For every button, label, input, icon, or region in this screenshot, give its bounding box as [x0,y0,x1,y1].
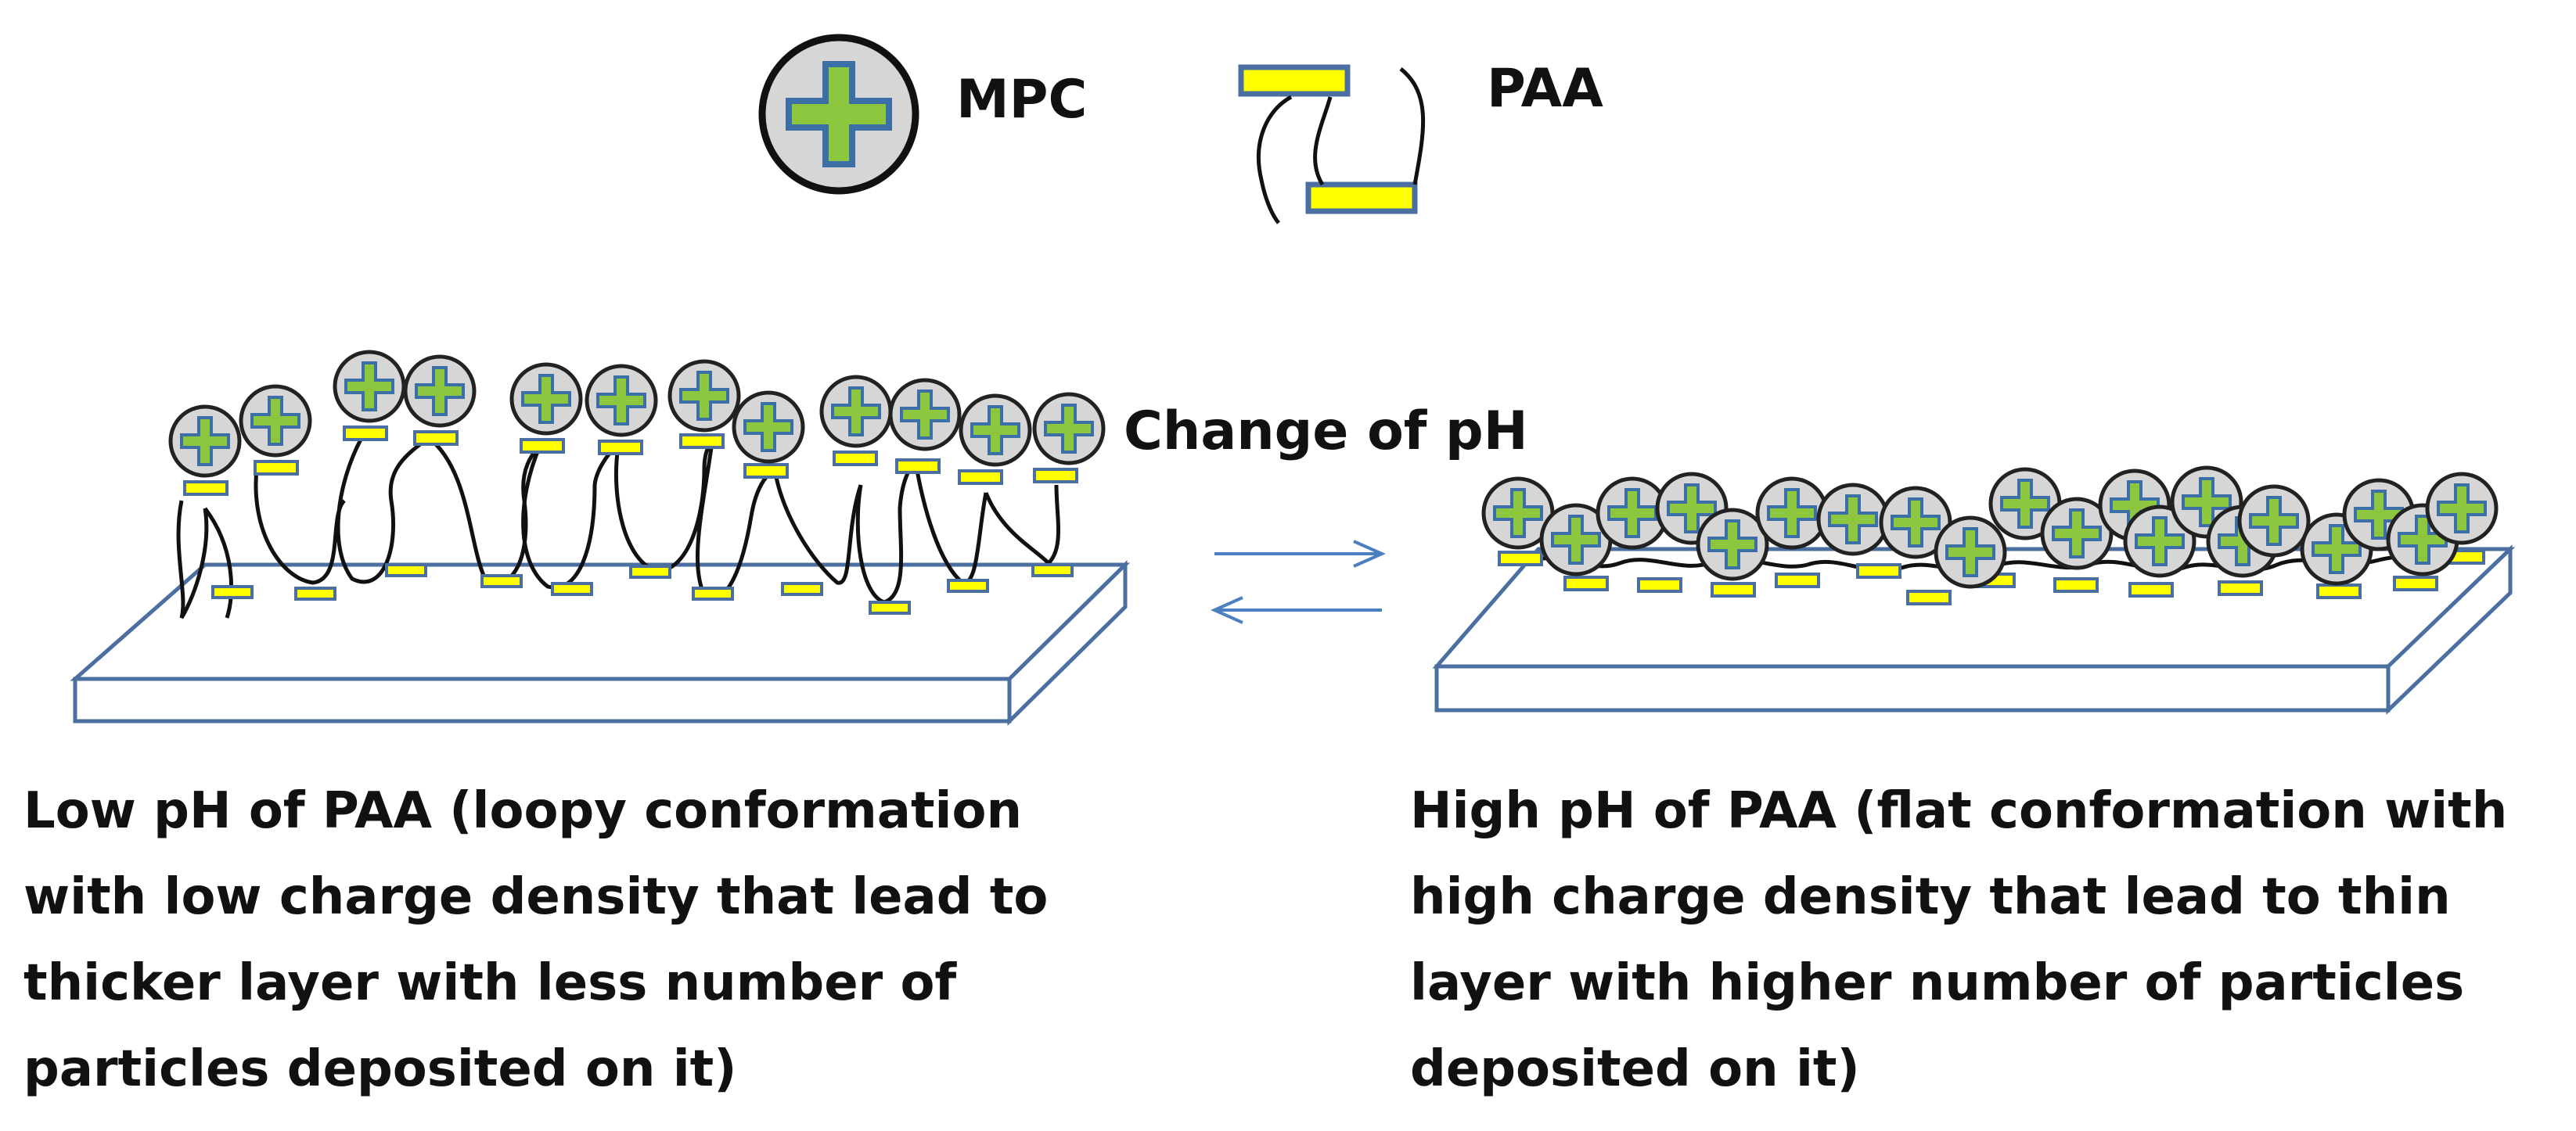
right-caption-line: High pH of PAA (flat conformation with [1410,782,2508,840]
reversible-arrows [1211,540,1386,624]
left-caption-line: particles deposited on it) [23,1040,737,1098]
right-caption-line: high charge density that lead to thin [1410,868,2451,926]
paa-label: PAA [1487,58,1603,120]
mpc-label: MPC [956,69,1088,131]
change-of-ph-label: Change of pH [1124,400,1528,462]
right-caption: High pH of PAA (flat conformation with h… [1410,768,2507,1112]
mpc-legend-icon [762,38,916,191]
left-caption-line: Low pH of PAA (loopy conformation [23,782,1022,840]
left-particles [171,352,1103,476]
right-caption-line: deposited on it) [1410,1040,1860,1098]
left-surface-charges [211,563,1074,615]
right-substrate [1432,544,2516,715]
left-caption-line: thicker layer with less number of [23,954,957,1012]
right-caption-line: layer with higher number of particles [1410,954,2465,1012]
paa-legend-icon [1238,64,1426,224]
left-particle-charges [183,425,1078,496]
left-caption-line: with low charge density that lead to [23,868,1049,926]
left-caption: Low pH of PAA (loopy conformation with l… [23,768,1048,1112]
